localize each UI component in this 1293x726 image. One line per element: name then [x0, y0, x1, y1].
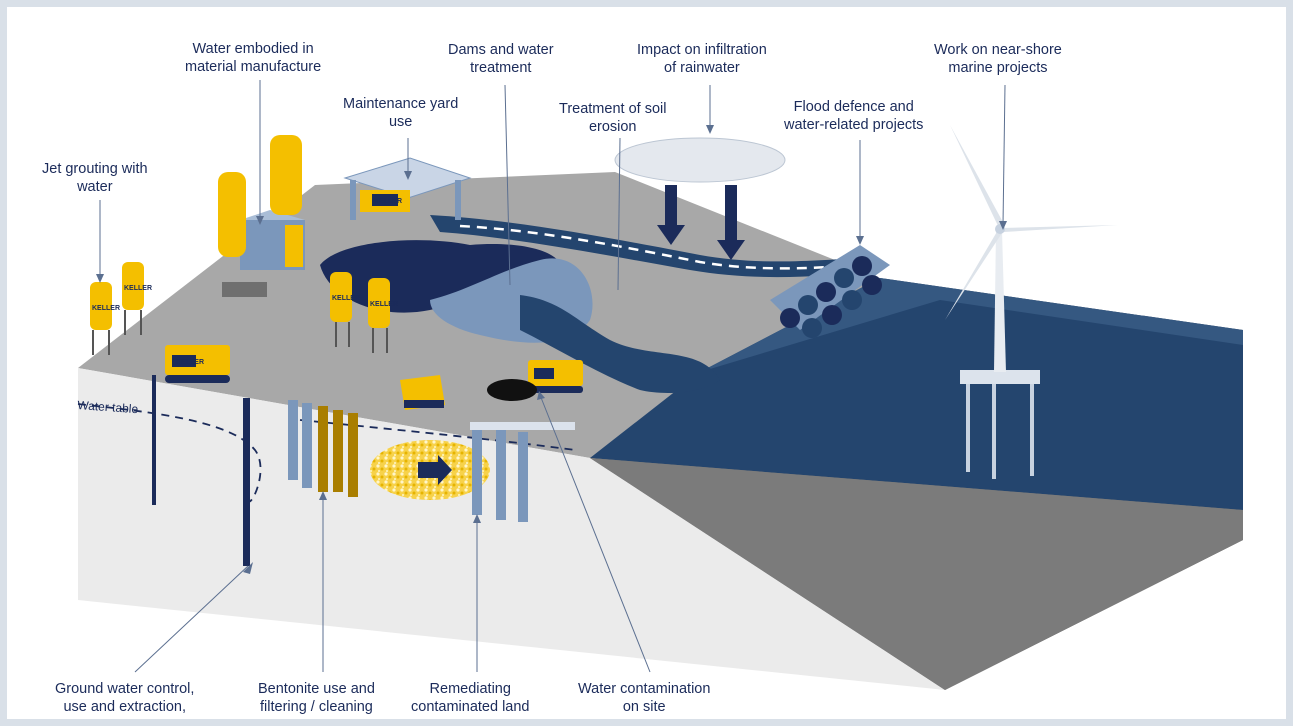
svg-text:KELLER: KELLER — [374, 198, 402, 205]
drilling-rig-left: KELLER — [165, 345, 230, 383]
drilling-rig-right — [528, 360, 583, 393]
leader-arrowheads — [96, 125, 1007, 574]
wind-turbine — [945, 125, 1118, 479]
label-ground-water: Ground water control,use and extraction, — [55, 681, 195, 715]
rain-cloud — [614, 137, 786, 260]
svg-text:KELLER: KELLER — [124, 285, 152, 292]
subsurface-elements — [152, 375, 575, 566]
svg-text:KELLER: KELLER — [370, 301, 398, 308]
svg-text:KELLER: KELLER — [176, 359, 204, 366]
factory — [218, 135, 305, 297]
grout-silos-middle: KELLER KELLER — [330, 272, 398, 353]
contamination-spill — [487, 379, 537, 401]
svg-text:KELLER: KELLER — [92, 305, 120, 312]
sea-depth-face — [590, 458, 1243, 690]
road — [430, 215, 870, 278]
grout-silos-left: KELLER KELLER — [90, 262, 152, 355]
leader-lines — [99, 80, 1006, 673]
sea-surface — [590, 278, 1243, 510]
svg-text:KELLER: KELLER — [332, 295, 360, 302]
flood-defence-rocks — [770, 245, 890, 338]
road-marking — [459, 224, 861, 270]
river — [520, 295, 720, 393]
mixer-middle — [400, 375, 445, 410]
